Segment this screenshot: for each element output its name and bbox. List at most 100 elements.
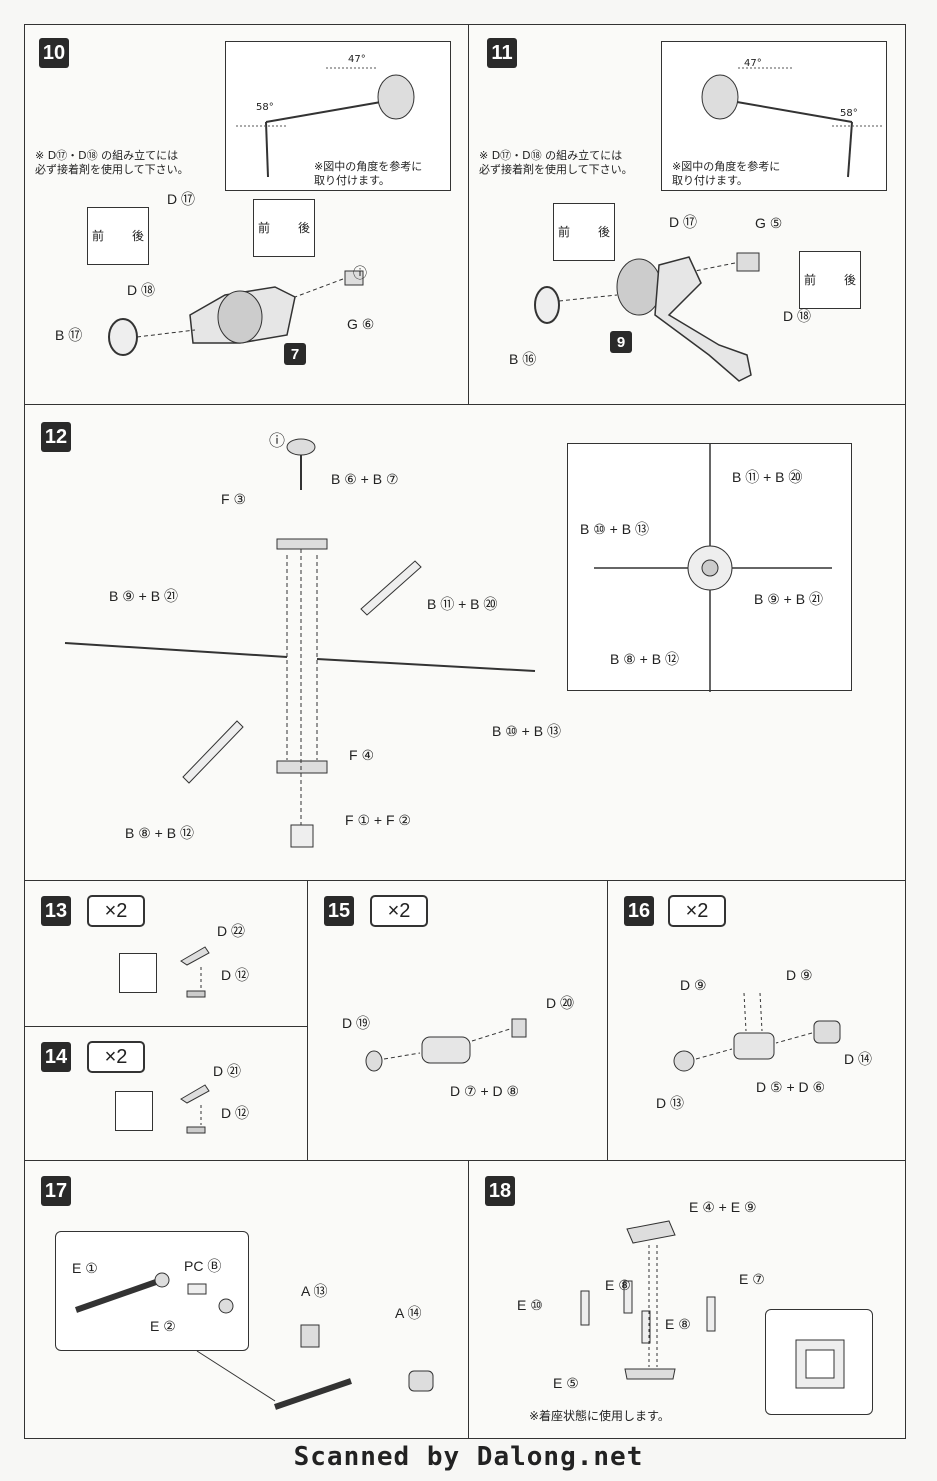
step-11-drawing xyxy=(534,252,760,382)
step-14-panel: 14 ×2 D ㉑ D ⑫ xyxy=(24,1026,309,1162)
label-f3: F ③ xyxy=(221,491,246,507)
label-e10: E ⑩ xyxy=(517,1297,543,1313)
angle-reference-inset: 47° 58° ※図中の角度を参考に 取り付けます。 xyxy=(225,41,451,191)
step-number: 15 xyxy=(324,896,354,926)
top-view-drawing xyxy=(594,444,832,692)
label-d17: D ⑰ xyxy=(167,191,195,207)
label-d9-right: D ⑨ xyxy=(786,967,813,983)
label-d22: D ㉒ xyxy=(217,923,245,939)
label-g6: G ⑥ xyxy=(347,316,375,332)
detail-inset: E ① PC Ⓑ E ② xyxy=(55,1231,249,1351)
inset-label-b9-b21: B ⑨ + B ㉑ xyxy=(754,591,823,607)
label-b16: B ⑯ xyxy=(509,351,537,367)
inset-label-b8-b12: B ⑧ + B ⑫ xyxy=(610,651,679,667)
step-13-drawing xyxy=(180,946,210,998)
label-d17: D ⑰ xyxy=(669,214,697,230)
label-e8-upper: E ⑧ xyxy=(605,1277,631,1293)
label-b9-b21: B ⑨ + B ㉑ xyxy=(109,588,178,604)
label-e2: E ② xyxy=(150,1318,176,1334)
angle-note: ※図中の角度を参考に 取り付けます。 xyxy=(314,160,423,187)
label-b8-b12: B ⑧ + B ⑫ xyxy=(125,825,194,841)
step-number: 18 xyxy=(485,1176,515,1206)
label-e1: E ① xyxy=(72,1260,98,1276)
label-e8-lower: E ⑧ xyxy=(665,1316,691,1332)
detail-inset xyxy=(765,1309,873,1415)
step-number: 10 xyxy=(39,38,69,68)
label-d12: D ⑫ xyxy=(221,1105,249,1121)
step-15-panel: 15 ×2 D ⑲ D ⑳ D ⑦ + D ⑧ xyxy=(307,880,609,1162)
angle-diagram xyxy=(701,67,884,178)
shape-guide xyxy=(119,953,157,993)
step-17-drawing xyxy=(196,1324,434,1410)
label-g5: G ⑤ xyxy=(755,215,783,231)
label-b10-b13: B ⑩ + B ⑬ xyxy=(492,723,561,739)
label-d5-d6: D ⑤ + D ⑥ xyxy=(756,1079,826,1095)
label-d21: D ㉑ xyxy=(213,1063,241,1079)
step-17-panel: 17 E ① PC Ⓑ E ② A ⑬ A ⑭ xyxy=(24,1160,470,1439)
label-d9-left: D ⑨ xyxy=(680,977,707,993)
direction-box-1: 前後 xyxy=(87,207,149,265)
quantity-badge: ×2 xyxy=(668,895,726,927)
label-e4-e9: E ④ + E ⑨ xyxy=(689,1199,757,1215)
seated-note: ※着座状態に使用します。 xyxy=(529,1409,670,1423)
label-a14: A ⑭ xyxy=(395,1305,422,1321)
label-d18: D ⑱ xyxy=(127,282,155,298)
quantity-badge: ×2 xyxy=(370,895,428,927)
caution-icon: ⓘ xyxy=(269,431,286,450)
label-e7: E ⑦ xyxy=(739,1271,765,1287)
step-18-panel: 18 E ④ + E ⑨ E ⑧ E ⑦ E ⑩ E ⑧ E ⑤ ※着座状態に使… xyxy=(468,1160,906,1439)
inset-label-b10-b13: B ⑩ + B ⑬ xyxy=(580,521,649,537)
angle-47: 47° xyxy=(744,58,762,69)
quantity-badge: ×2 xyxy=(87,895,145,927)
angle-reference-inset: 47° 58° ※図中の角度を参考に 取り付けます。 xyxy=(661,41,887,191)
label-a13: A ⑬ xyxy=(301,1283,328,1299)
glue-note: ※ D⑰・D⑱ の組み立てには 必ず接着剤を使用して下さい。 xyxy=(479,149,633,176)
angle-58: 58° xyxy=(256,102,274,113)
rotor-exploded-drawing xyxy=(64,438,536,848)
step-number: 16 xyxy=(624,896,654,926)
part-number: 9 xyxy=(610,331,632,353)
angle-note: ※図中の角度を参考に 取り付けます。 xyxy=(672,160,781,187)
step-16-panel: 16 ×2 D ⑨ D ⑨ D ⑭ D ⑬ D ⑤ + D ⑥ xyxy=(607,880,906,1162)
direction-box-2: 前後 xyxy=(799,251,861,309)
base-top-view xyxy=(795,1339,845,1389)
step-10-drawing xyxy=(108,270,364,356)
part-number: 7 xyxy=(284,343,306,365)
label-d14: D ⑭ xyxy=(844,1051,872,1067)
direction-box-2: 前後 xyxy=(253,199,315,257)
label-b6-b7: B ⑥ + B ⑦ xyxy=(331,471,399,487)
label-d13: D ⑬ xyxy=(656,1095,684,1111)
step-12-panel: 12 ⓘ B ⑥ + B ⑦ F ③ B ⑨ + B ㉑ B ⑪ + B ⑳ B… xyxy=(24,404,906,882)
step-number: 14 xyxy=(41,1042,71,1072)
step-11-panel: 11 47° 58° ※図中の角度を参考に 取り付けます。 ※ D⑰・D⑱ の組… xyxy=(468,24,906,406)
glue-note: ※ D⑰・D⑱ の組み立てには 必ず接着剤を使用して下さい。 xyxy=(35,149,189,176)
angle-47: 47° xyxy=(348,54,366,65)
step-number: 17 xyxy=(41,1176,71,1206)
step-18-drawing xyxy=(580,1220,716,1380)
label-pcb: PC Ⓑ xyxy=(184,1258,222,1274)
label-b17: B ⑰ xyxy=(55,327,83,343)
step-16-drawing xyxy=(673,992,841,1072)
shape-guide xyxy=(115,1091,153,1131)
label-f4: F ④ xyxy=(349,747,374,763)
label-d7-d8: D ⑦ + D ⑧ xyxy=(450,1083,520,1099)
angle-diagram xyxy=(236,67,415,178)
angle-58: 58° xyxy=(840,108,858,119)
label-d12: D ⑫ xyxy=(221,967,249,983)
label-d19: D ⑲ xyxy=(342,1015,370,1031)
top-view-inset: B ⑪ + B ⑳ B ⑩ + B ⑬ B ⑨ + B ㉑ B ⑧ + B ⑫ xyxy=(567,443,852,692)
label-b11-b20: B ⑪ + B ⑳ xyxy=(427,596,498,612)
detail-drawing xyxy=(75,1272,234,1314)
step-number: 11 xyxy=(487,38,517,68)
scan-credit: Scanned by Dalong.net xyxy=(293,1442,644,1472)
label-d18: D ⑱ xyxy=(783,308,811,324)
step-10-panel: 10 47° 58° ※図中の角度を参考に 取り付けます。 ※ D⑰・D⑱ の組… xyxy=(24,24,470,406)
inset-label-b11-b20: B ⑪ + B ⑳ xyxy=(732,469,803,485)
label-e5: E ⑤ xyxy=(553,1375,579,1391)
label-f1-f2: F ① + F ② xyxy=(345,812,411,828)
step-15-drawing xyxy=(365,1018,527,1072)
step-13-panel: 13 ×2 D ㉒ D ⑫ xyxy=(24,880,309,1028)
caution-icon: ⓘ xyxy=(353,266,367,282)
label-d20: D ⑳ xyxy=(546,995,574,1011)
